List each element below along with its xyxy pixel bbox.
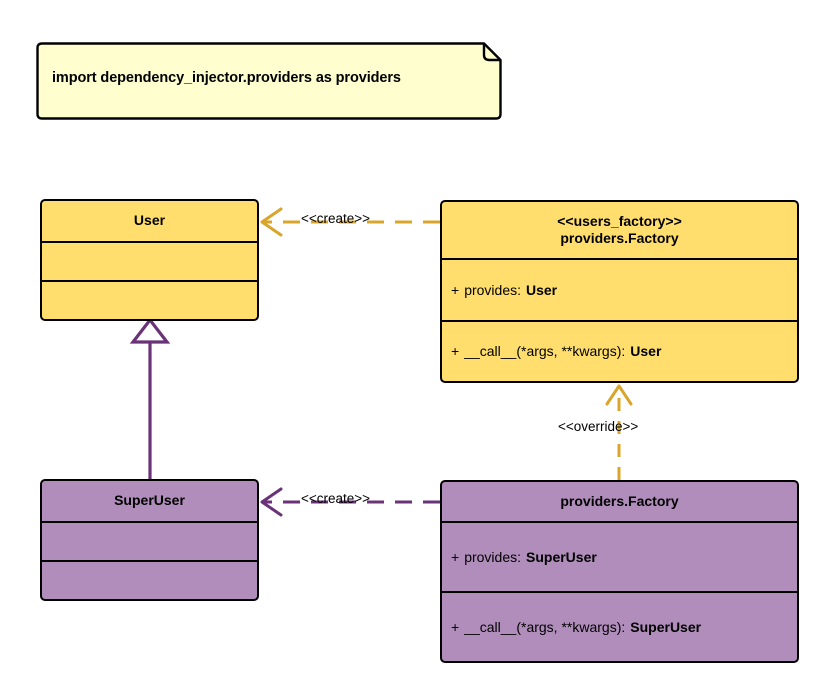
class-name-providers-factory: providers.Factory bbox=[560, 492, 679, 509]
note-shape bbox=[36, 42, 502, 120]
class-attributes-superuser bbox=[42, 521, 257, 560]
edge-generalization bbox=[129, 317, 171, 479]
edge-label-create-user: <<create>> bbox=[301, 211, 371, 226]
attribute-type: User bbox=[526, 282, 558, 298]
class-title-providers-factory: providers.Factory bbox=[442, 482, 797, 521]
method-visibility: + bbox=[451, 618, 460, 635]
class-attributes-user bbox=[42, 241, 257, 280]
attribute-type: SuperUser bbox=[526, 549, 597, 565]
class-box-superuser[interactable]: SuperUser bbox=[40, 479, 259, 601]
class-box-providers-factory[interactable]: providers.Factory + provides: SuperUser … bbox=[440, 480, 799, 663]
method-label: __call__(*args, **kwargs): bbox=[464, 343, 626, 359]
class-box-user[interactable]: User bbox=[40, 199, 259, 321]
class-methods-user bbox=[42, 280, 257, 318]
method-label: __call__(*args, **kwargs): bbox=[464, 618, 626, 635]
class-name-superuser: SuperUser bbox=[114, 492, 185, 509]
method-type: SuperUser bbox=[630, 618, 702, 635]
edge-label-create-superuser: <<create>> bbox=[301, 491, 371, 506]
import-note: import dependency_injector.providers as … bbox=[36, 42, 502, 120]
class-title-users-factory: <<users_factory>> providers.Factory bbox=[442, 202, 797, 258]
method-visibility: + bbox=[451, 343, 460, 359]
class-methods-superuser bbox=[42, 560, 257, 598]
class-title-superuser: SuperUser bbox=[42, 481, 257, 521]
class-methods-users-factory: + __call__(*args, **kwargs): User bbox=[442, 320, 797, 380]
class-box-users-factory[interactable]: <<users_factory>> providers.Factory + pr… bbox=[440, 200, 799, 383]
class-stereotype-users-factory: <<users_factory>> bbox=[557, 212, 682, 229]
attribute-visibility: + bbox=[451, 282, 460, 298]
attribute-label: provides: bbox=[464, 549, 521, 565]
class-methods-providers-factory: + __call__(*args, **kwargs): SuperUser bbox=[442, 591, 797, 660]
class-attributes-users-factory: + provides: User bbox=[442, 258, 797, 320]
class-title-user: User bbox=[42, 201, 257, 241]
attribute-label: provides: bbox=[464, 282, 521, 298]
attribute-visibility: + bbox=[451, 549, 460, 565]
edge-label-override: <<override>> bbox=[558, 419, 639, 434]
class-name-user: User bbox=[133, 212, 166, 229]
method-type: User bbox=[630, 343, 662, 359]
note-text: import dependency_injector.providers as … bbox=[52, 70, 401, 86]
class-attributes-providers-factory: + provides: SuperUser bbox=[442, 521, 797, 591]
class-name-users-factory: providers.Factory bbox=[560, 230, 679, 246]
